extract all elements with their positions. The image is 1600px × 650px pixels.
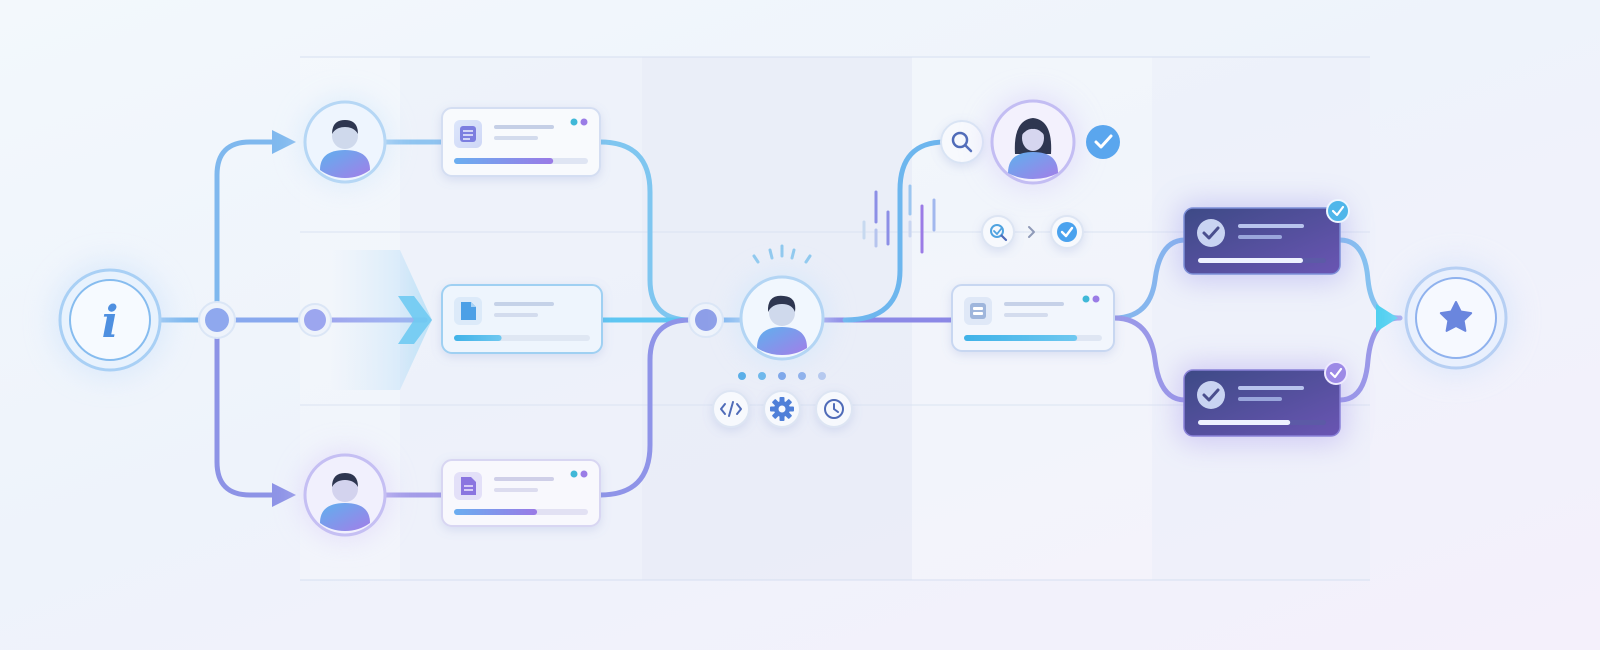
status-dot-purple: [1092, 295, 1100, 303]
start-node[interactable]: i: [52, 262, 168, 378]
activity-dots: [738, 372, 826, 380]
user-avatar-male-icon: [757, 295, 807, 355]
status-dot-purple: [580, 470, 588, 478]
light-beam: [330, 250, 432, 390]
progress-bar-result-bottom: [1198, 420, 1291, 425]
avatar-bottom[interactable]: [301, 451, 389, 539]
arrow-head-bottom: [272, 483, 296, 507]
star-icon: [1439, 301, 1473, 332]
signal-waves: [862, 184, 936, 254]
connector-lines: [147, 139, 1403, 498]
result-card-bottom[interactable]: [1178, 361, 1348, 444]
search-check-icon: [990, 224, 1008, 242]
clock-icon: [824, 399, 844, 419]
code-icon: [720, 401, 742, 417]
status-dot-cyan: [570, 470, 578, 478]
schedule-tool-button[interactable]: [815, 390, 853, 428]
progress-bar-top: [454, 158, 554, 164]
progress-bar-middle: [454, 335, 502, 341]
check-circle-icon: [1197, 219, 1225, 247]
document-text-icon: [461, 477, 476, 495]
document-icon: [461, 302, 476, 320]
check-circle-icon: [1197, 381, 1225, 409]
settings-tool-button[interactable]: [763, 390, 801, 428]
merge-card[interactable]: [951, 284, 1115, 352]
search-icon: [951, 131, 973, 153]
check-icon: [1060, 226, 1074, 238]
check-badge-icon: [1094, 134, 1113, 149]
activity-rays: [752, 244, 812, 264]
arrow-heads: [272, 130, 1398, 507]
info-icon: i: [102, 297, 119, 348]
task-card-top[interactable]: [441, 107, 601, 177]
status-dot-cyan: [570, 118, 578, 126]
progress-bar-result-top: [1198, 258, 1303, 263]
end-node[interactable]: [1400, 262, 1512, 374]
split-junction: [198, 301, 236, 339]
status-dot-purple: [580, 118, 588, 126]
user-avatar-female-icon: [1008, 118, 1058, 179]
code-tool-button[interactable]: [712, 390, 750, 428]
user-avatar-male-icon: [320, 120, 370, 178]
arrow-head-end: [1376, 304, 1398, 332]
progress-bar-bottom: [454, 509, 538, 515]
avatar-top[interactable]: [301, 98, 389, 186]
task-card-bottom[interactable]: [441, 459, 601, 527]
result-card-top[interactable]: [1178, 199, 1350, 282]
reviewer-avatar[interactable]: [987, 96, 1079, 188]
stack-icon: [970, 303, 986, 319]
status-dot-cyan: [1082, 295, 1090, 303]
middle-junction: [298, 303, 332, 337]
check-badge-icon: [1324, 361, 1348, 385]
document-lines-icon: [460, 126, 476, 142]
approved-badge: [1086, 125, 1120, 159]
hub-node[interactable]: [736, 244, 828, 364]
merge-junction: [688, 302, 724, 338]
search-button[interactable]: [940, 120, 984, 164]
task-card-middle[interactable]: [441, 284, 603, 354]
gear-icon: [770, 397, 794, 421]
chevron-right-icon: [1028, 226, 1035, 238]
user-avatar-male-icon: [320, 473, 370, 531]
verification-steps: [981, 215, 1084, 249]
progress-bar-merge: [964, 335, 1078, 341]
arrow-head-top: [272, 130, 296, 154]
check-badge-icon: [1326, 199, 1350, 223]
